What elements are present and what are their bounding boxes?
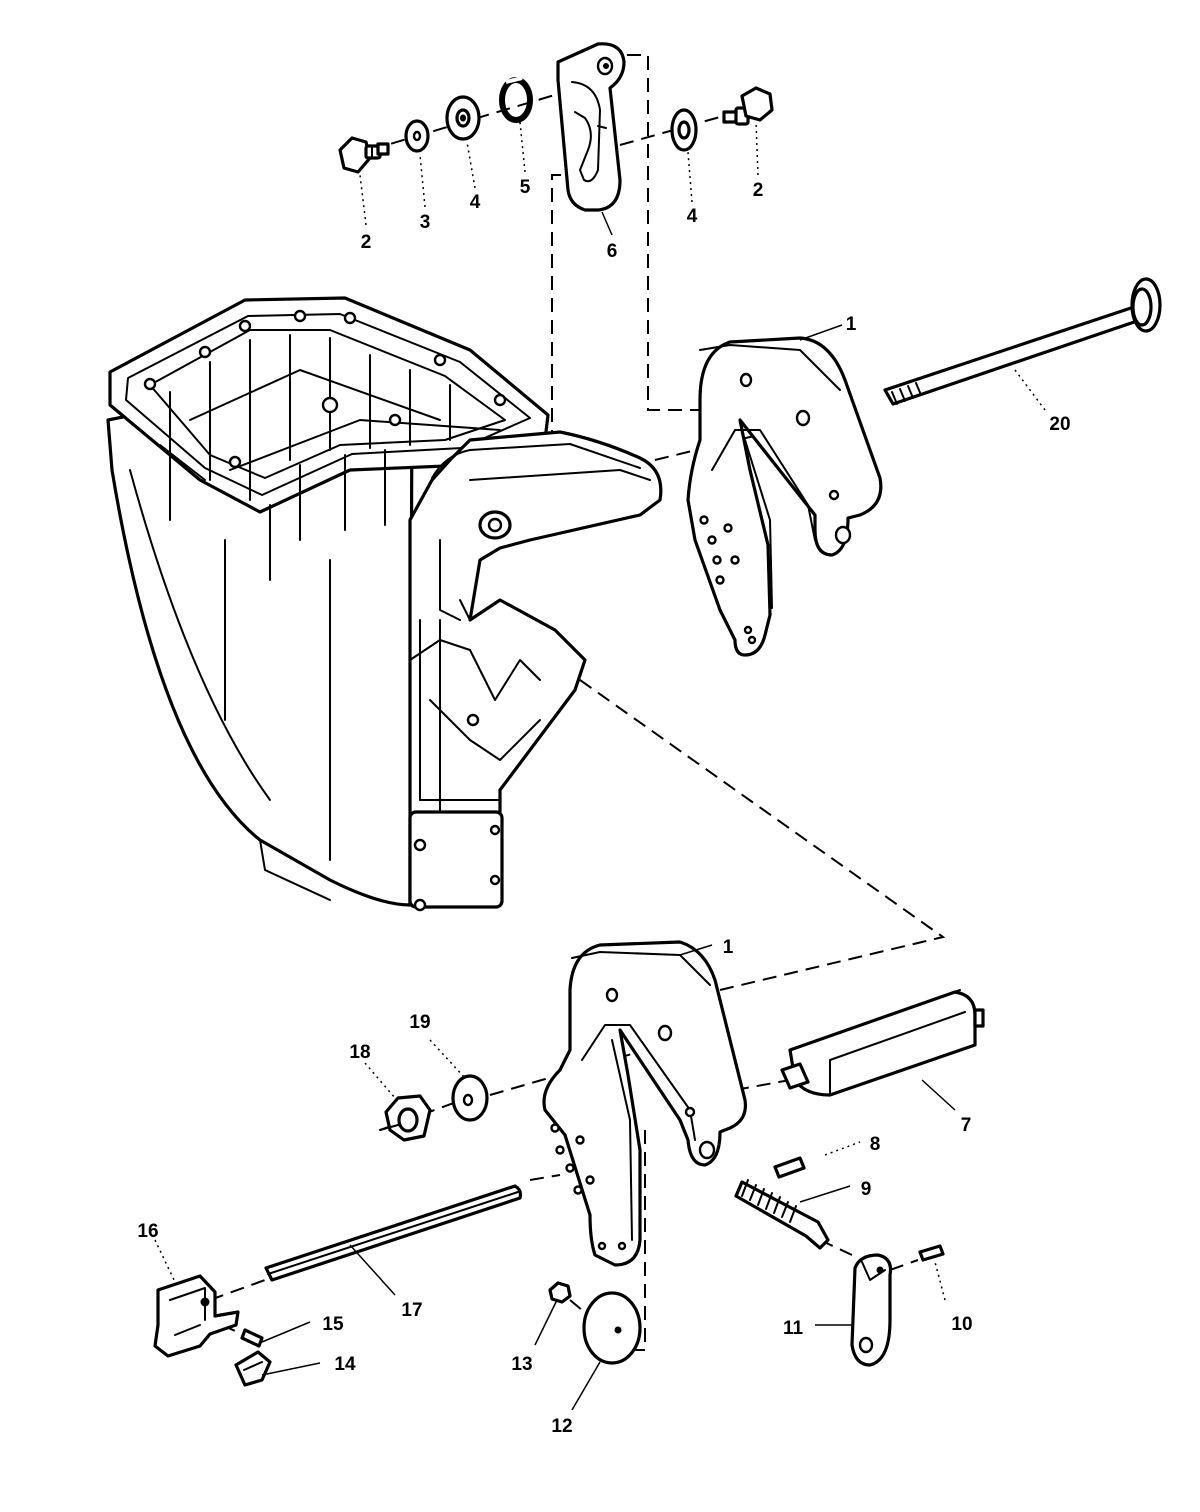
callout-c19: 19 [409, 1012, 430, 1033]
callout-c6: 6 [607, 241, 618, 262]
swivel-bracket [408, 430, 663, 912]
callout-c18: 18 [349, 1042, 370, 1063]
washer-lower [451, 1074, 489, 1122]
support-rod [264, 1184, 523, 1282]
washer-small [404, 119, 430, 153]
driveshaft-housing [106, 296, 550, 907]
retaining-clip [234, 1350, 272, 1387]
bolt-knob-left [338, 136, 390, 174]
callout-c2a: 2 [361, 232, 372, 253]
callout-c1a: 1 [846, 314, 857, 335]
callout-c16: 16 [137, 1221, 158, 1242]
callout-c4a: 4 [470, 192, 481, 213]
bolt-knob-right [722, 86, 774, 126]
tilt-hook-plate [556, 42, 626, 212]
split-lock-ring [499, 76, 533, 123]
callout-c1b: 1 [723, 937, 734, 958]
callout-labels: 2 3 4 5 6 4 2 1 20 1 19 18 7 8 9 16 17 15 14 13 12 11 10 [137, 177, 1070, 1437]
callout-c9: 9 [861, 1179, 872, 1200]
washer-right [670, 108, 698, 152]
callout-c5: 5 [520, 177, 531, 198]
callout-c4b: 4 [687, 206, 698, 227]
small-nut [548, 1281, 572, 1304]
callout-c2b: 2 [753, 180, 764, 201]
clamp-bracket-upper [686, 336, 883, 657]
leader-lines [154, 121, 1046, 1411]
support-bracket [153, 1274, 240, 1358]
callout-c8: 8 [870, 1134, 881, 1155]
threaded-adjustment-rod [734, 1179, 830, 1250]
callout-c17: 17 [401, 1300, 422, 1321]
pin-upper [773, 1156, 806, 1179]
tilt-lever [850, 1253, 893, 1367]
callout-c7: 7 [961, 1115, 972, 1136]
callout-c10: 10 [951, 1314, 972, 1335]
tilt-tube-rod [883, 277, 1162, 406]
callout-c15: 15 [322, 1314, 344, 1335]
pin-bracket [240, 1328, 264, 1348]
clamp-bracket-lower [542, 940, 748, 1267]
callout-c12: 12 [551, 1416, 572, 1437]
trim-cylinder [780, 989, 985, 1097]
callout-c13: 13 [511, 1354, 532, 1375]
thrust-disc [582, 1291, 642, 1365]
callout-c11: 11 [783, 1318, 804, 1339]
lock-nut [379, 1094, 432, 1142]
callout-c3: 3 [420, 212, 431, 233]
callout-c14: 14 [334, 1354, 356, 1375]
pin-lever [918, 1244, 945, 1262]
washer-left [445, 95, 481, 141]
callout-c20: 20 [1049, 414, 1070, 435]
